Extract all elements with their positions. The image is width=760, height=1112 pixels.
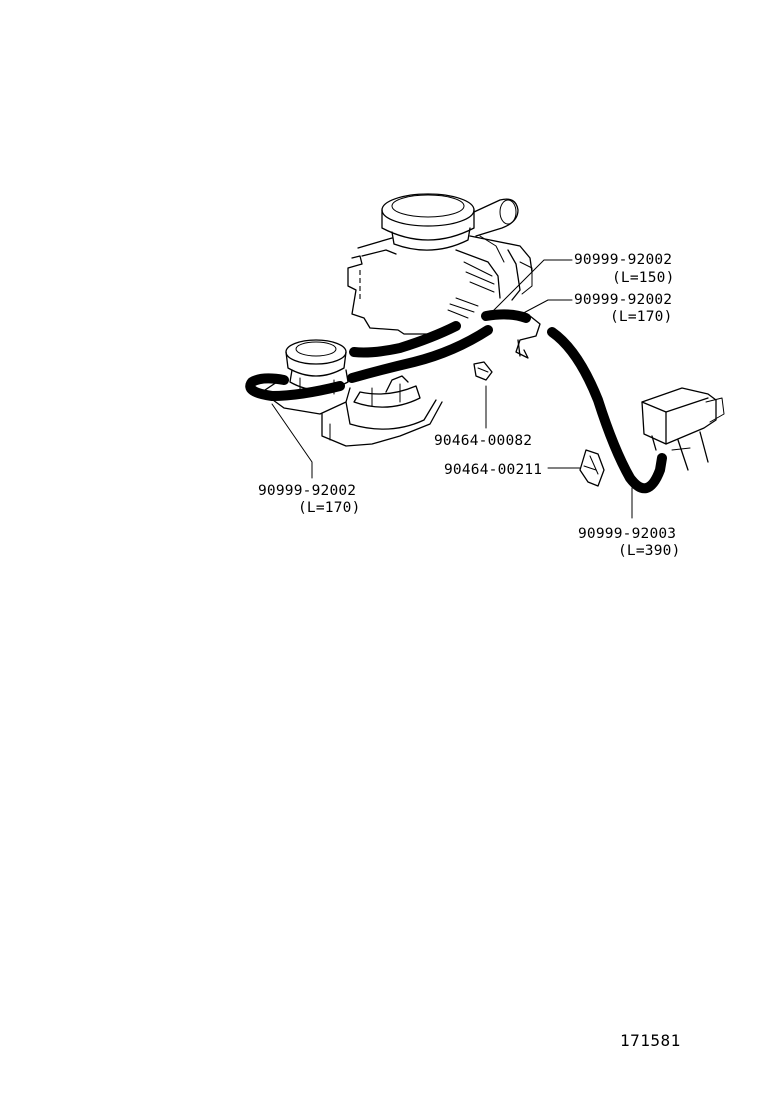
callout-90464-00082: 90464-00082	[434, 433, 532, 449]
part-number: 90464-00211	[444, 462, 542, 478]
callout-90999-92002-l170-lower: 90999-92002 (L=170)	[258, 483, 361, 516]
part-number: 90999-92002	[574, 252, 672, 268]
illustration-id: 171581	[620, 1031, 681, 1050]
vsv-sensor	[641, 387, 725, 471]
part-number: 90999-92003	[578, 526, 676, 542]
callout-90999-92002-l150-upper: 90999-92002 (L=150)	[574, 252, 675, 286]
callout-90999-92003-l390: 90999-92003 (L=390)	[578, 526, 681, 559]
carburetor-body	[347, 193, 533, 335]
callout-90464-00211: 90464-00211	[444, 462, 542, 478]
part-length: (L=150)	[612, 270, 675, 286]
leader-lines	[271, 259, 633, 519]
vacuum-hoses	[245, 309, 667, 494]
part-length: (L=170)	[610, 309, 673, 325]
part-length: (L=170)	[298, 500, 361, 516]
part-length: (L=390)	[618, 543, 681, 559]
part-number: 90999-92002	[258, 483, 356, 499]
part-number: 90999-92002	[574, 292, 672, 308]
callout-90999-92002-l170-upper: 90999-92002 (L=170)	[574, 292, 673, 325]
part-number: 90464-00082	[434, 433, 532, 449]
vacuum-valve-assembly	[261, 339, 443, 447]
